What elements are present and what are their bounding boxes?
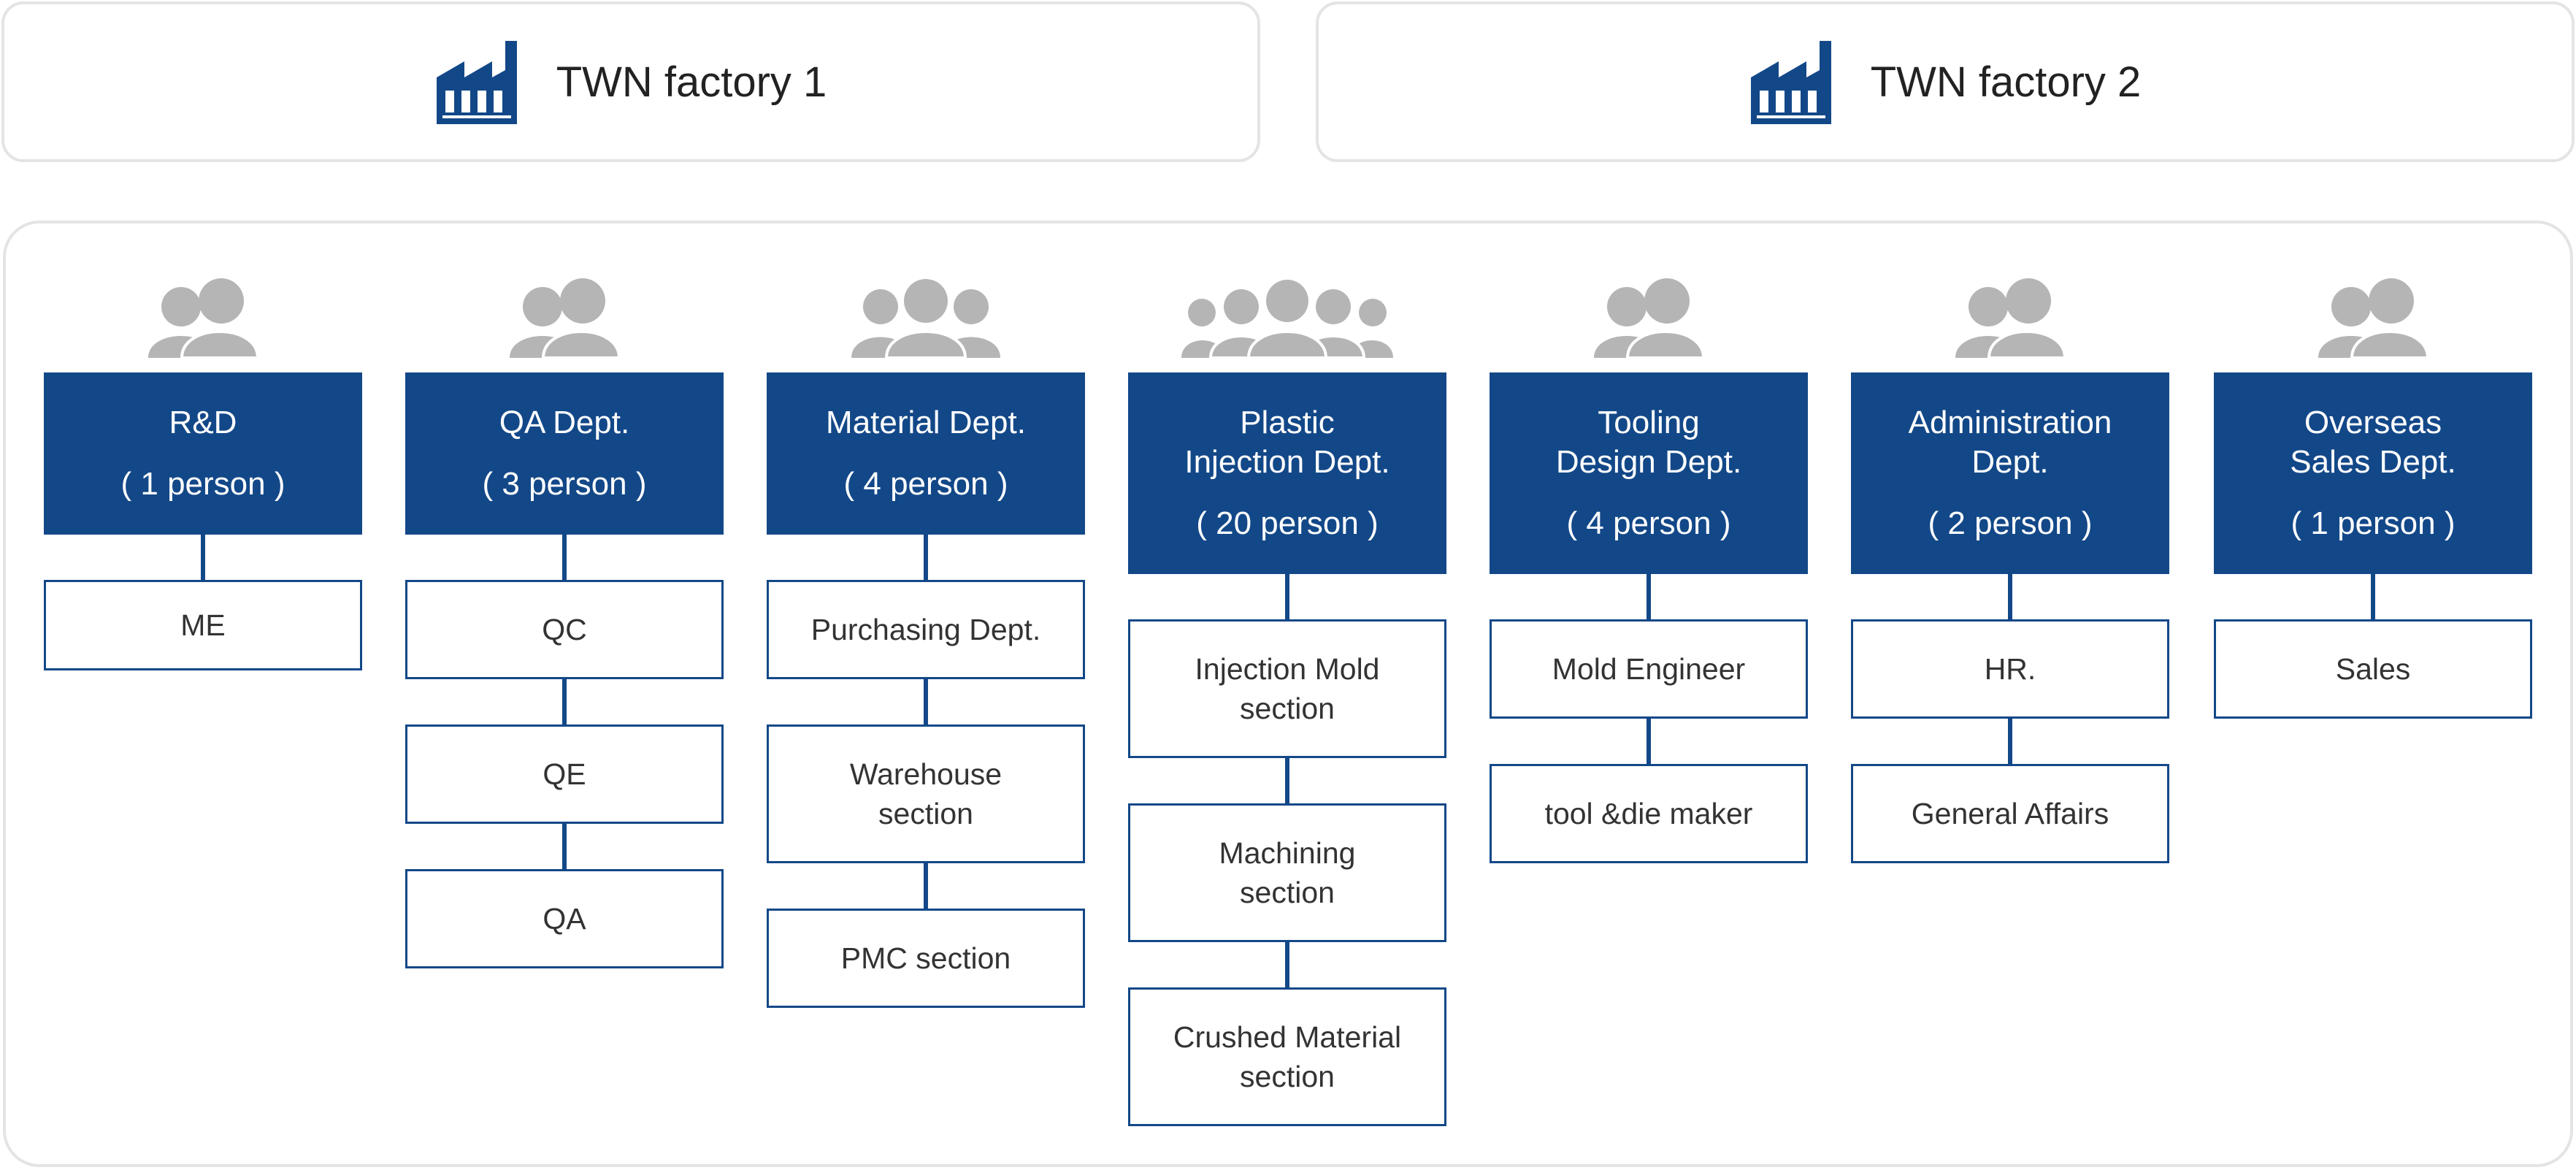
section-box: QE [405,724,724,824]
connector-line [201,535,205,580]
people-icon [44,275,362,358]
factory-icon [1749,38,1839,126]
section-box: General Affairs [1851,764,2169,863]
dept-name: Plastic Injection Dept. [1184,405,1390,480]
connector-line [2008,719,2012,764]
section-box: QC [405,580,724,679]
section-box: QA [405,869,724,968]
dept-box: Overseas Sales Dept. ( 1 person ) [2214,372,2532,574]
dept-column-rnd: R&D ( 1 person ) ME [44,275,362,670]
connector-line [924,863,928,909]
people-icon [1490,275,1808,358]
connector-line [562,535,567,580]
factory-title: TWN factory 2 [1870,58,2142,106]
people-icon [2214,275,2532,358]
dept-headcount: ( 1 person ) [2291,505,2456,541]
dept-name: R&D [169,405,237,440]
people-icon [405,275,724,358]
dept-column-overseas-sales: Overseas Sales Dept. ( 1 person ) Sales [2214,275,2532,719]
section-box: PMC section [767,909,1085,1008]
dept-box: Tooling Design Dept. ( 4 person ) [1490,372,1808,574]
section-box: Warehouse section [767,724,1085,863]
dept-name: Administration Dept. [1908,405,2112,480]
dept-headcount: ( 1 person ) [120,466,285,502]
section-box: ME [44,580,362,670]
dept-box: Plastic Injection Dept. ( 20 person ) [1128,372,1446,574]
dept-headcount: ( 4 person ) [843,466,1008,502]
dept-column-plastic-injection: Plastic Injection Dept. ( 20 person ) In… [1128,275,1446,1126]
section-box: Sales [2214,619,2532,719]
connector-line [1647,719,1651,764]
dept-headcount: ( 20 person ) [1196,505,1379,541]
dept-name: QA Dept. [499,405,630,440]
dept-column-material: Material Dept. ( 4 person ) Purchasing D… [767,275,1085,1008]
dept-box: Administration Dept. ( 2 person ) [1851,372,2169,574]
dept-box: Material Dept. ( 4 person ) [767,372,1085,535]
dept-column-administration: Administration Dept. ( 2 person ) HR. Ge… [1851,275,2169,863]
dept-column-qa: QA Dept. ( 3 person ) QC QE QA [405,275,724,968]
dept-box: R&D ( 1 person ) [44,372,362,535]
factory-icon [435,38,524,126]
connector-line [562,824,567,869]
factory-card-2: TWN factory 2 [1316,1,2575,162]
factory-card-1: TWN factory 1 [1,1,1260,162]
section-box: Injection Mold section [1128,619,1446,758]
dept-column-tooling-design: Tooling Design Dept. ( 4 person ) Mold E… [1490,275,1808,863]
connector-line [1647,574,1651,619]
dept-name: Tooling Design Dept. [1555,405,1742,480]
dept-headcount: ( 4 person ) [1566,505,1731,541]
factory-title: TWN factory 1 [556,58,827,106]
section-box: Machining section [1128,803,1446,942]
dept-box: QA Dept. ( 3 person ) [405,372,724,535]
dept-headcount: ( 2 person ) [1928,505,2093,541]
connector-line [924,535,928,580]
dept-name: Material Dept. [826,405,1026,440]
section-box: Mold Engineer [1490,619,1808,719]
people-icon [1128,275,1446,358]
connector-line [2008,574,2012,619]
dept-headcount: ( 3 person ) [482,466,647,502]
section-box: Purchasing Dept. [767,580,1085,679]
section-box: HR. [1851,619,2169,719]
connector-line [1285,758,1289,803]
dept-name: Overseas Sales Dept. [2290,405,2456,480]
connector-line [2371,574,2375,619]
section-box: tool &die maker [1490,764,1808,863]
people-icon [1851,275,2169,358]
section-box: Crushed Material section [1128,987,1446,1126]
connector-line [1285,574,1289,619]
connector-line [924,679,928,724]
connector-line [562,679,567,724]
connector-line [1285,942,1289,987]
people-icon [767,275,1085,358]
